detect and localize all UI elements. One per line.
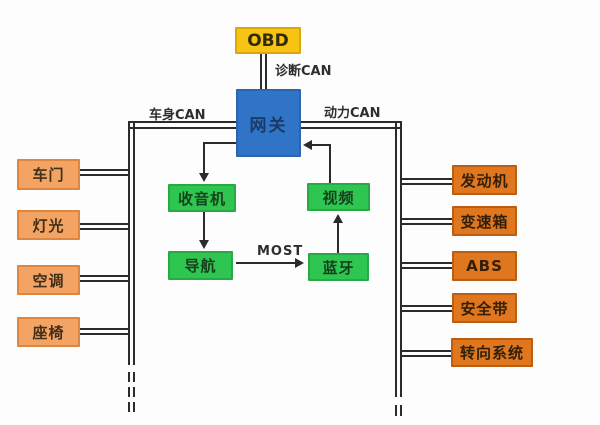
arrow-bluetooth-to-video-line bbox=[337, 222, 339, 253]
power-can-label: 动力CAN bbox=[324, 106, 381, 121]
node-lights: 灯光 bbox=[17, 210, 80, 240]
body-bus-break-dash bbox=[128, 402, 135, 412]
steering-connector-line bbox=[402, 350, 451, 357]
power-can-trunk-line bbox=[301, 121, 402, 129]
body-bus-break-dash bbox=[128, 372, 135, 382]
seat-connector-line bbox=[80, 328, 128, 335]
node-steering: 转向系统 bbox=[451, 338, 533, 367]
node-navigation: 导航 bbox=[168, 251, 233, 280]
arrow-navigation-to-bluetooth-head bbox=[295, 258, 304, 268]
arrow-bluetooth-to-video-head bbox=[333, 214, 343, 223]
abs-connector-line bbox=[402, 262, 452, 269]
node-abs: ABS bbox=[452, 251, 517, 281]
body-can-label: 车身CAN bbox=[149, 108, 206, 123]
node-radio: 收音机 bbox=[168, 184, 236, 212]
diagnostic-can-label: 诊断CAN bbox=[275, 64, 332, 79]
body-can-bus-line bbox=[128, 121, 135, 365]
lights-connector-line bbox=[80, 223, 128, 230]
arrow-video-to-gateway-head bbox=[303, 140, 312, 150]
arrow-video-to-gateway-hline bbox=[311, 144, 330, 146]
arrow-video-to-gateway-vline bbox=[329, 144, 331, 183]
node-seat: 座椅 bbox=[17, 317, 80, 347]
power-bus-break-dash bbox=[395, 405, 402, 416]
engine-connector-line bbox=[402, 178, 452, 185]
node-ac: 空调 bbox=[17, 265, 80, 295]
arrow-navigation-to-bluetooth-line bbox=[236, 262, 296, 264]
arrow-gateway-to-radio-hline bbox=[204, 142, 236, 144]
arrow-gateway-to-radio-head bbox=[199, 173, 209, 182]
seatbelt-connector-line bbox=[402, 305, 452, 312]
node-seatbelt: 安全带 bbox=[452, 293, 517, 323]
most-label: MOST bbox=[257, 244, 304, 259]
arrow-gateway-to-radio-vline bbox=[203, 142, 205, 175]
ac-connector-line bbox=[80, 275, 128, 282]
body-can-trunk-line bbox=[128, 121, 236, 129]
arrow-radio-to-navigation-head bbox=[199, 240, 209, 249]
node-gearbox: 变速箱 bbox=[452, 206, 517, 236]
gateway-node: 网关 bbox=[236, 89, 301, 157]
node-engine: 发动机 bbox=[452, 165, 517, 195]
power-can-bus-line bbox=[395, 121, 402, 397]
diagnostic-can-line bbox=[260, 54, 267, 90]
obd-node: OBD bbox=[235, 27, 301, 54]
node-video: 视频 bbox=[307, 183, 370, 211]
gearbox-connector-line bbox=[402, 218, 452, 225]
arrow-radio-to-navigation-line bbox=[203, 212, 205, 242]
node-door: 车门 bbox=[17, 159, 80, 190]
body-bus-break-dash bbox=[128, 387, 135, 397]
door-connector-line bbox=[80, 169, 128, 176]
node-bluetooth: 蓝牙 bbox=[308, 253, 369, 281]
